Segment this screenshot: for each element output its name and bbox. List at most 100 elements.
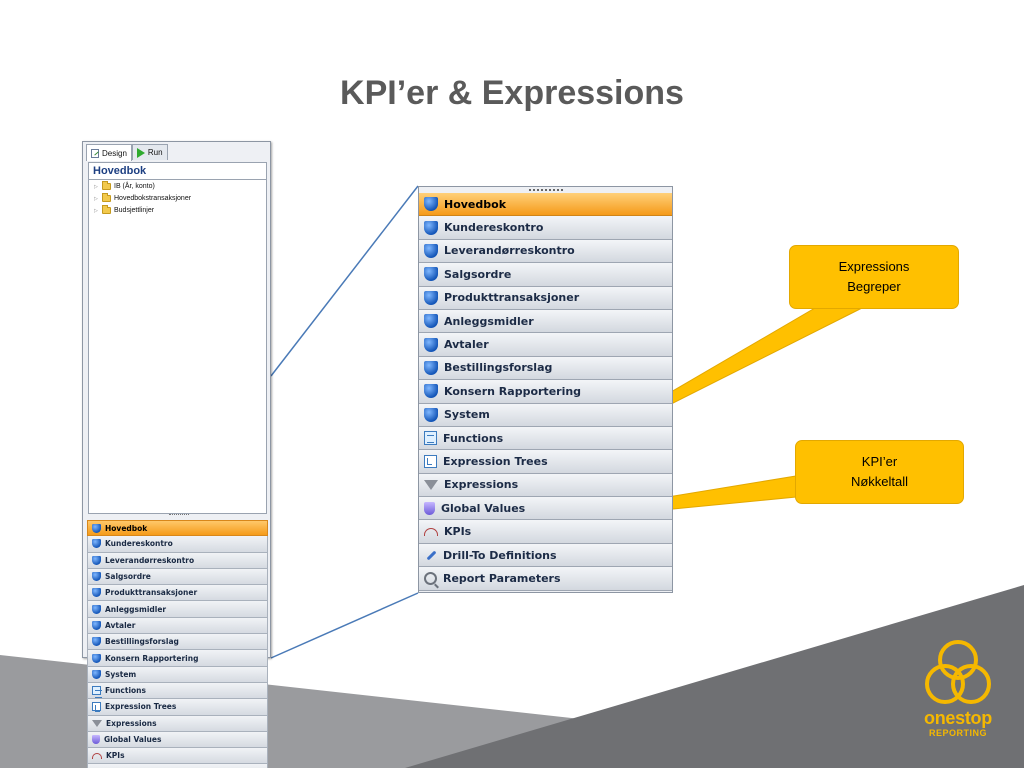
small-nav-item-produkttransaksjoner[interactable]: Produkttransaksjoner (87, 585, 268, 602)
large-nav-item-hovedbok[interactable]: Hovedbok (419, 193, 672, 217)
run-icon (136, 147, 145, 158)
large-nav-item-bestillingsforslag[interactable]: Bestillingsforslag (419, 356, 672, 381)
tab-bar: Design Run (86, 144, 168, 161)
small-nav-item-kundereskontro[interactable]: Kundereskontro (87, 536, 268, 553)
nav-item-label: Leverandørreskontro (105, 555, 195, 565)
tab-design[interactable]: Design (86, 144, 132, 161)
shield-icon (92, 669, 101, 679)
gauge-icon (424, 527, 438, 536)
folder-icon (102, 181, 111, 190)
small-nav-item-functions[interactable]: Functions (87, 682, 268, 700)
funnel-icon (92, 719, 102, 727)
expand-arrow-icon[interactable]: ▷ (94, 207, 98, 214)
gauge-icon (92, 752, 102, 759)
nav-item-label: System (105, 669, 137, 679)
small-nav-item-expression-trees[interactable]: Expression Trees (87, 699, 268, 716)
large-nav-item-system[interactable]: System (419, 403, 672, 427)
callout-expressions-line1: Expressions (838, 259, 910, 274)
small-nav-item-salgsordre[interactable]: Salgsordre (87, 568, 268, 586)
large-nav-item-konsern-rapportering[interactable]: Konsern Rapportering (419, 380, 672, 404)
shield-icon (424, 290, 438, 305)
tree-item-hovedbokstransaksjoner[interactable]: ▷ Hovedbokstransaksjoner (89, 193, 266, 204)
connector-line-bottom (270, 592, 419, 659)
splitter-grip[interactable] (169, 514, 189, 517)
large-nav-item-kpis[interactable]: KPIs (419, 520, 672, 544)
large-nav-item-kundereskontro[interactable]: Kundereskontro (419, 216, 672, 240)
parameters-icon (424, 571, 437, 585)
shield-icon (424, 407, 438, 422)
shield-icon (92, 604, 101, 614)
drill-arrow-icon (424, 549, 437, 562)
shield-icon (92, 653, 101, 663)
splitter-grip[interactable] (529, 189, 563, 192)
shield-icon (424, 267, 438, 282)
callout-expressions: Expressions Begreper (789, 245, 959, 309)
callout-kpi: KPI’er Nøkkeltall (795, 440, 964, 504)
small-nav-item-system[interactable]: System (87, 666, 268, 683)
tree-item-ib[interactable]: ▷ IB (År, konto) (89, 181, 266, 192)
nav-item-label: Functions (443, 431, 504, 445)
large-nav-item-functions[interactable]: Functions (419, 426, 672, 451)
large-nav-item-expressions[interactable]: Expressions (419, 473, 672, 498)
expand-arrow-icon[interactable]: ▷ (94, 183, 98, 190)
large-nav-item-salgsordre[interactable]: Salgsordre (419, 263, 672, 287)
small-nav-item-anleggsmidler[interactable]: Anleggsmidler (87, 601, 268, 618)
small-nav-item-avtaler[interactable]: Avtaler (87, 617, 268, 635)
nav-item-label: Global Values (441, 501, 526, 515)
large-nav-item-expression-trees[interactable]: Expression Trees (419, 450, 672, 474)
small-nav-item-expressions[interactable]: Expressions (87, 715, 268, 732)
shield-icon (92, 572, 101, 582)
folder-icon (102, 205, 111, 214)
small-nav-item-konsern-rapportering[interactable]: Konsern Rapportering (87, 650, 268, 667)
large-nav-item-global-values[interactable]: Global Values (419, 497, 672, 521)
nav-item-label: Avtaler (105, 620, 136, 630)
large-nav-item-produkttransaksjoner[interactable]: Produkttransaksjoner (419, 286, 672, 310)
tree-item-budsjettlinjer[interactable]: ▷ Budsjettlinjer (89, 205, 266, 216)
large-nav-item-avtaler[interactable]: Avtaler (419, 333, 672, 357)
small-nav-item-leverandørreskontro[interactable]: Leverandørreskontro (87, 552, 268, 569)
tree-item-label: Hovedbokstransaksjoner (114, 195, 192, 202)
small-nav-item-kpis[interactable]: KPIs (87, 748, 268, 765)
nav-item-label: Salgsordre (444, 267, 512, 281)
small-nav-item-drill-to-definitions[interactable]: Drill-To Definitions (87, 764, 268, 768)
callout-expressions-line2: Begreper (847, 279, 901, 294)
nav-item-label: Anleggsmidler (444, 314, 534, 328)
nav-item-label: Bestillingsforslag (105, 637, 179, 647)
shield-icon (424, 360, 438, 375)
nav-item-label: Expressions (444, 478, 519, 492)
functions-icon (424, 431, 437, 446)
nav-item-label: Hovedbok (105, 523, 148, 533)
large-nav-item-anleggsmidler[interactable]: Anleggsmidler (419, 309, 672, 334)
data-tree: Hovedbok ▷ IB (År, konto) ▷ Hovedbokstra… (88, 162, 267, 514)
shield-icon (92, 539, 101, 549)
nav-item-label: Expressions (106, 718, 157, 728)
nav-item-label: Produkttransaksjoner (444, 291, 580, 305)
large-nav-item-leverandørreskontro[interactable]: Leverandørreskontro (419, 239, 672, 264)
tree-item-label: Budsjettlinjer (114, 207, 155, 214)
shield-icon (92, 555, 101, 565)
large-nav-item-report-parameters[interactable]: Report Parameters (419, 567, 672, 591)
expression-tree-icon (92, 702, 101, 713)
nav-item-label: Produkttransaksjoner (105, 588, 198, 598)
small-nav-item-hovedbok[interactable]: Hovedbok (87, 520, 268, 537)
shield-icon (92, 588, 101, 598)
nav-item-label: Kundereskontro (105, 539, 173, 549)
tab-run[interactable]: Run (131, 144, 168, 160)
funnel-icon (424, 479, 438, 490)
large-nav-item-drill-to-definitions[interactable]: Drill-To Definitions (419, 543, 672, 568)
nav-item-label: Report Parameters (443, 571, 561, 585)
slide-title: KPI’er & Expressions (340, 74, 684, 112)
nav-item-label: Avtaler (444, 338, 489, 352)
nav-item-label: Bestillingsforslag (444, 361, 553, 375)
nav-item-label: KPIs (106, 751, 125, 761)
nav-item-label: Global Values (104, 735, 162, 744)
small-nav-item-bestillingsforslag[interactable]: Bestillingsforslag (87, 634, 268, 651)
expand-arrow-icon[interactable]: ▷ (94, 195, 98, 202)
small-nav-item-global-values[interactable]: Global Values (87, 731, 268, 749)
connector-line-top (270, 185, 419, 377)
functions-icon (92, 686, 102, 699)
nav-item-label: Konsern Rapportering (444, 384, 582, 398)
nav-item-label: Expression Trees (443, 454, 548, 468)
